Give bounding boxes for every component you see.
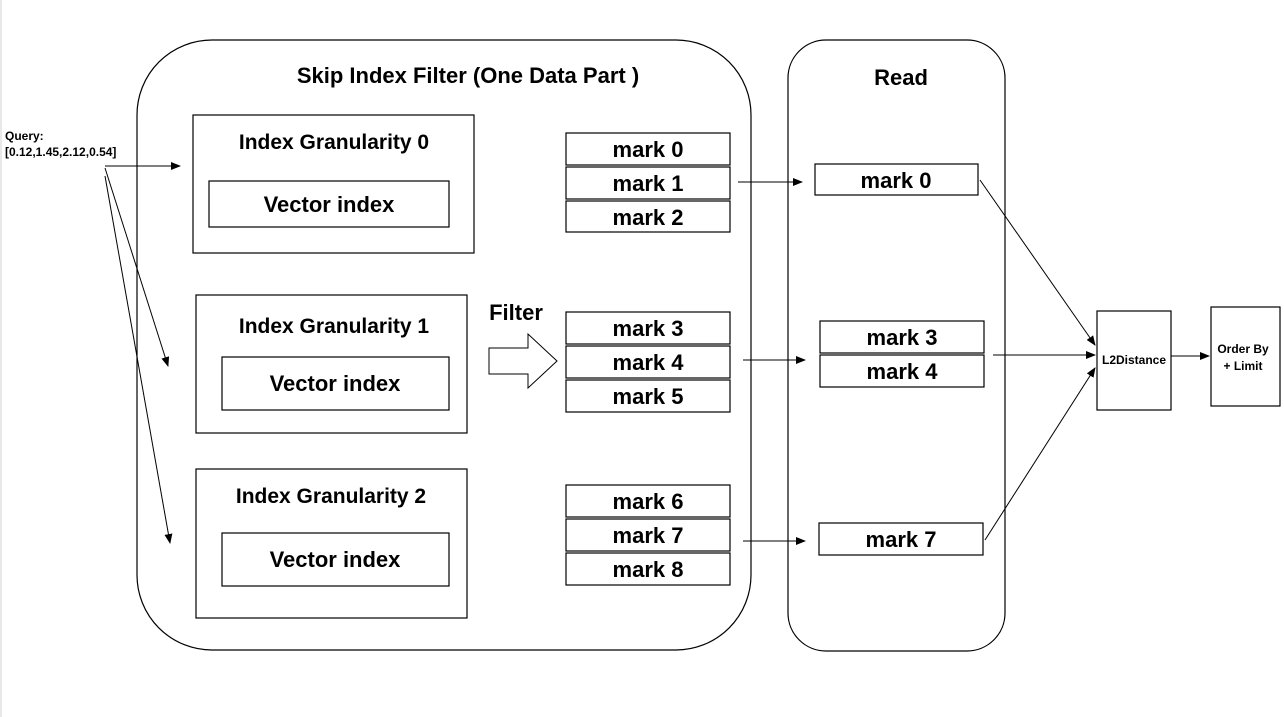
skip-mark-label: mark 5 (613, 384, 684, 409)
vector-index-2-label: Vector index (270, 547, 402, 572)
vector-index-0 (208, 180, 450, 228)
read-mark-box (818, 522, 984, 556)
skip-mark-label: mark 8 (613, 557, 684, 582)
arrow-query-to-granularity-1 (104, 167, 170, 367)
skip-index-title: Skip Index Filter (One Data Part ) (297, 63, 639, 88)
skip-mark-box (565, 345, 731, 379)
skip-mark-label: mark 6 (613, 489, 684, 514)
vector-index-1 (221, 356, 450, 411)
filter-arrow-icon (488, 332, 558, 390)
limit-label: + Limit (1223, 359, 1262, 373)
l2distance-label: L2Distance (1102, 353, 1166, 367)
index-granularity-1-title: Index Granularity 1 (239, 315, 430, 338)
skip-mark-box (565, 200, 731, 233)
read-mark-box (819, 320, 985, 354)
skip-mark-label: mark 4 (613, 350, 685, 375)
skip-mark-box (565, 311, 731, 345)
query-vector: [0.12,1.45,2.12,0.54] (5, 145, 116, 159)
skip-mark-box (565, 552, 731, 586)
skip-mark-label: mark 7 (613, 523, 684, 548)
skip-mark-label: mark 2 (613, 205, 684, 230)
read-mark-label: mark 7 (866, 527, 937, 552)
read-mark-label: mark 4 (867, 359, 939, 384)
read-mark-label: mark 3 (867, 325, 938, 350)
skip-mark-box (565, 518, 731, 552)
vector-index-1-label: Vector index (270, 371, 402, 396)
index-granularity-2-title: Index Granularity 2 (236, 485, 426, 508)
skip-mark-box (565, 166, 731, 200)
vector-index-2 (221, 532, 450, 587)
read-mark-box (814, 163, 979, 196)
skip-mark-box (565, 379, 731, 413)
l2distance-box (1096, 310, 1172, 411)
order-by-label: Order By (1217, 342, 1269, 356)
read-mark-box (819, 354, 985, 388)
index-granularity-0-title: Index Granularity 0 (239, 131, 429, 154)
skip-mark-box (565, 484, 731, 518)
arrow-query-to-granularity-2 (104, 175, 173, 544)
order-by-limit-box (1210, 306, 1281, 407)
vector-index-0-label: Vector index (264, 192, 396, 217)
skip-mark-box (565, 132, 731, 166)
filter-label: Filter (489, 300, 543, 325)
arrow-read-mark-7-to-l2distance (984, 367, 1096, 541)
query-label: Query: (5, 129, 44, 143)
read-title: Read (874, 65, 928, 90)
skip-mark-label: mark 0 (613, 137, 684, 162)
arrow-read-mark-0-to-l2distance (979, 179, 1096, 346)
skip-mark-label: mark 1 (613, 171, 684, 196)
skip-mark-label: mark 3 (613, 316, 684, 341)
read-mark-label: mark 0 (861, 168, 932, 193)
